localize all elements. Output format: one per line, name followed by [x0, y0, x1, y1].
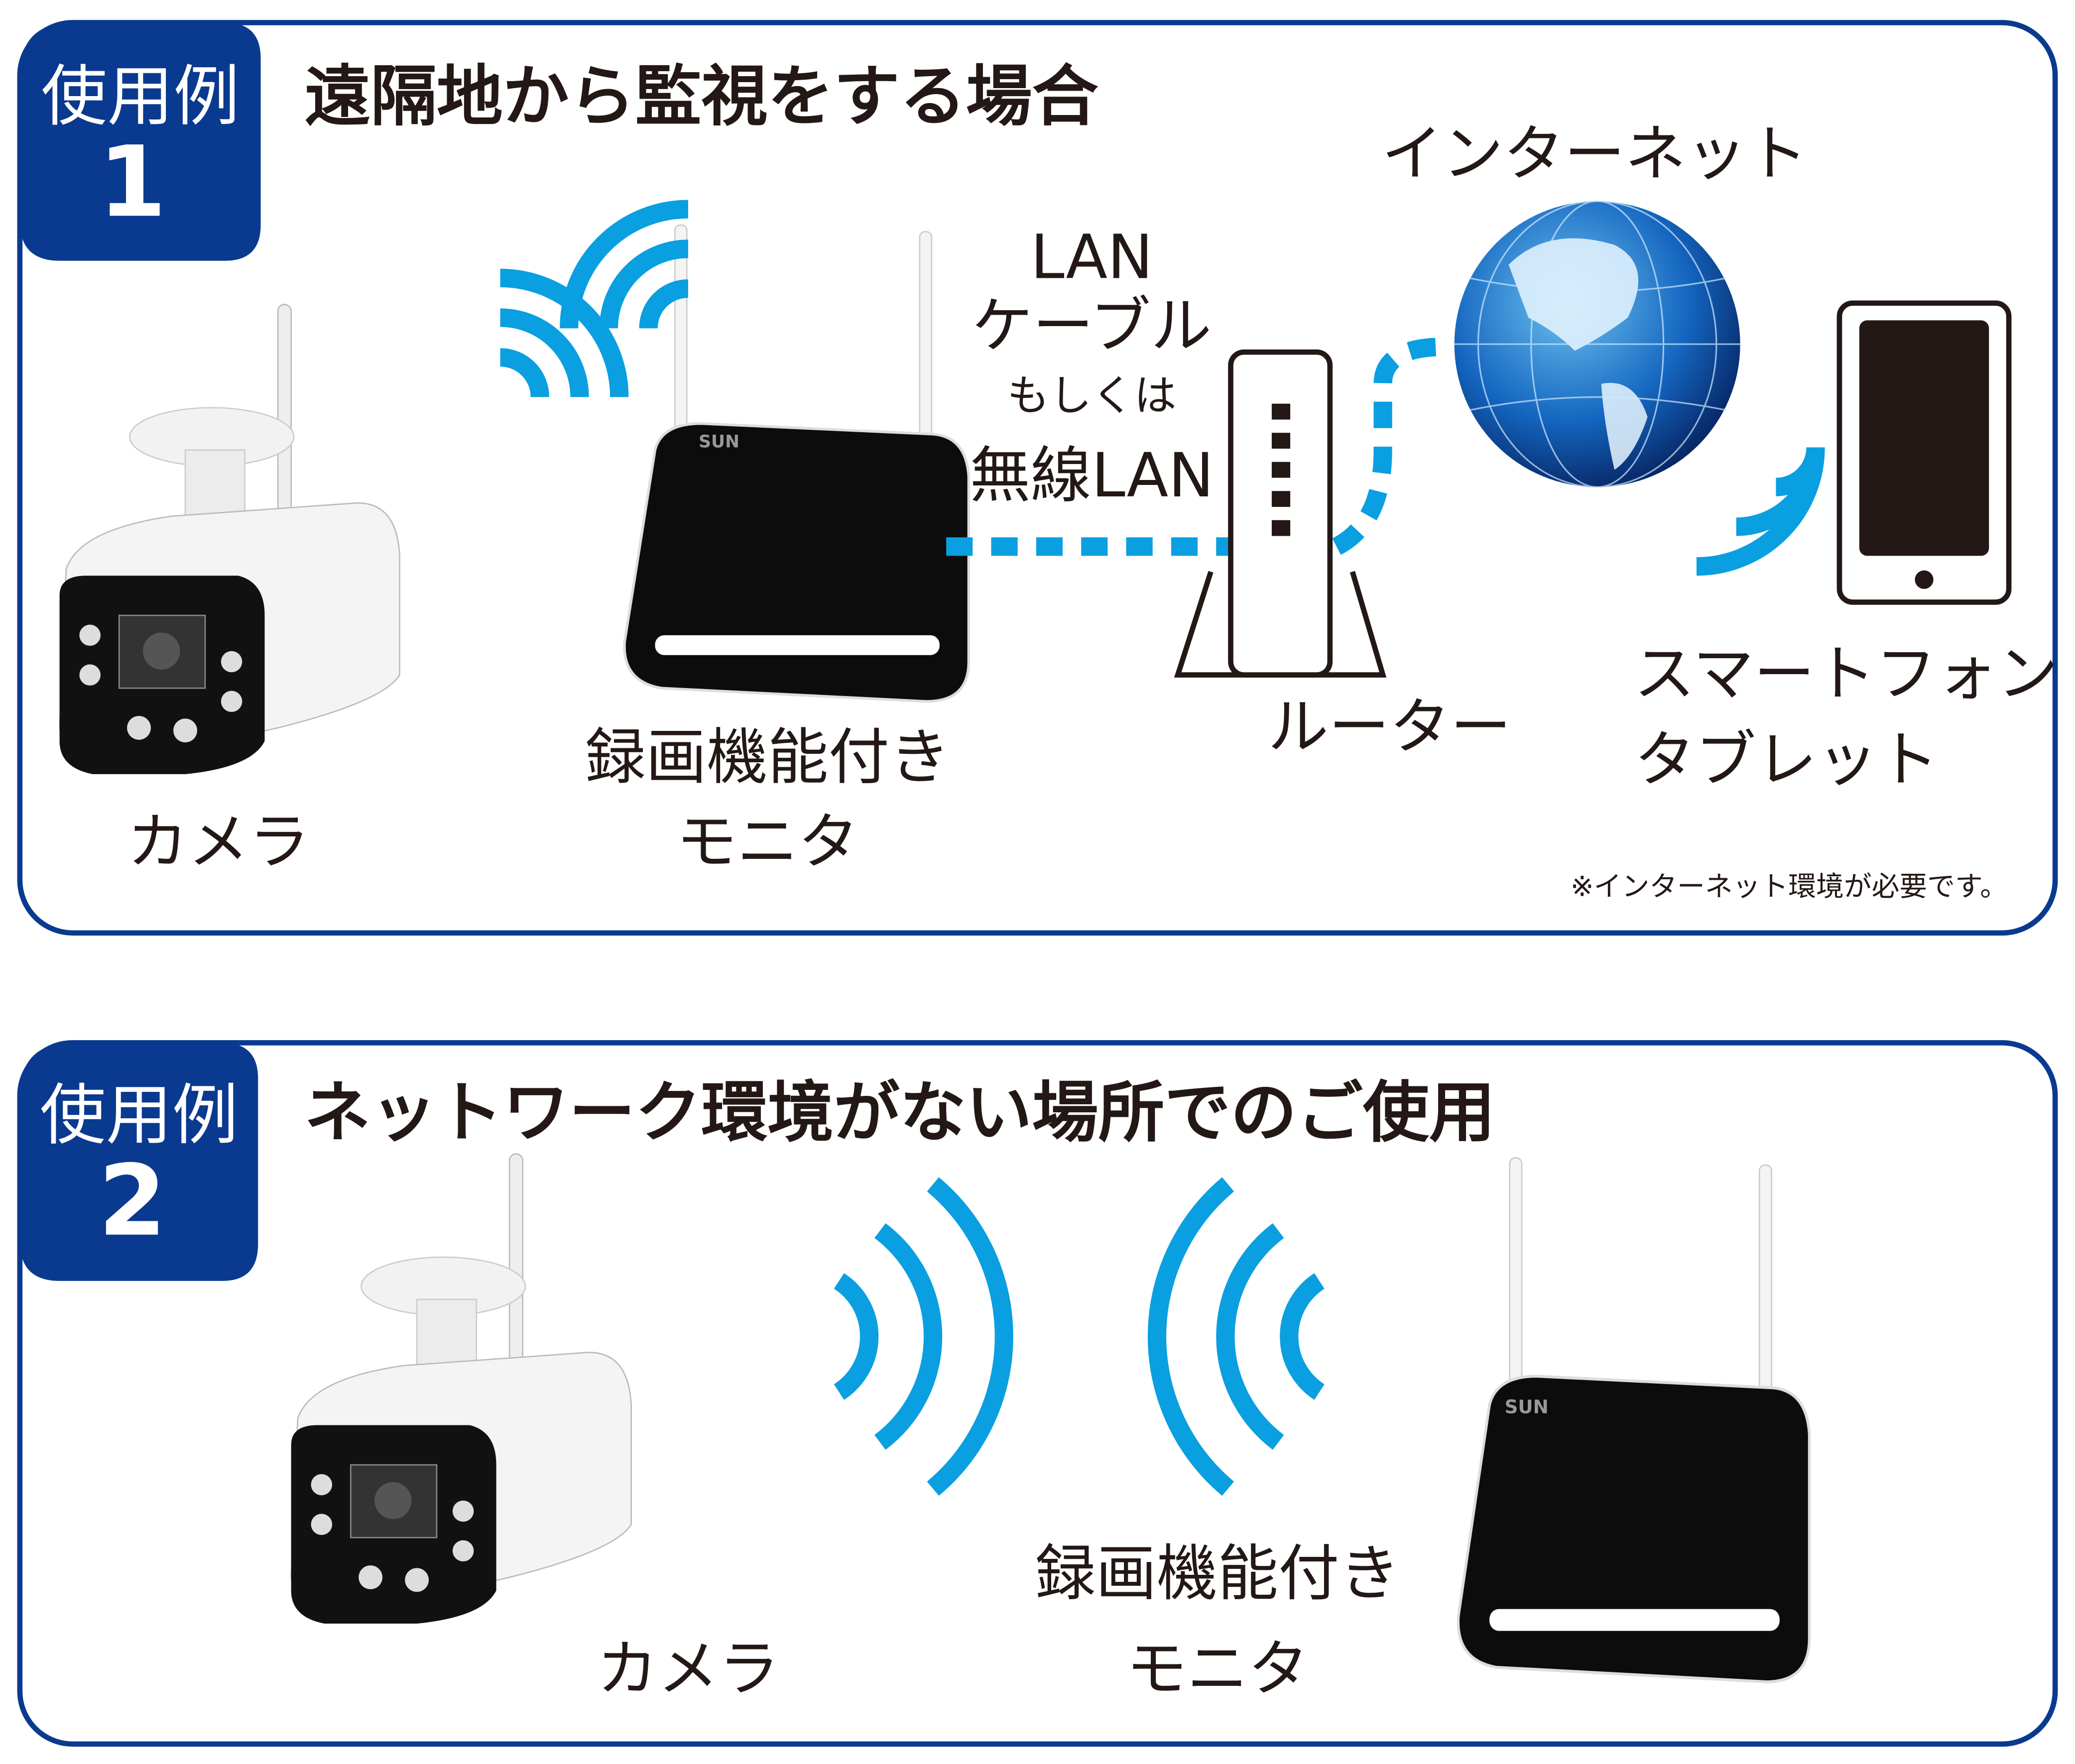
link-label-cable: ケーブル — [972, 291, 1212, 361]
globe-icon — [1454, 200, 1740, 488]
link-label-wireless: 無線LAN — [970, 440, 1214, 511]
usage-case-1: 使用例 1 遠隔地から監視をする場合 SUN カメラ 録画機能付き モニタ LA… — [17, 20, 2058, 936]
internet-required-note: ※インターネット環境が必要です。 — [1571, 870, 2008, 903]
monitor-label-line1: 録画機能付き — [1035, 1538, 1400, 1609]
internet-label: インターネット — [1381, 118, 1808, 189]
case-title: ネットワーク環境がない場所でのご使用 — [304, 1074, 1495, 1151]
monitor-label-line2: モニタ — [676, 807, 859, 877]
case-badge — [19, 1043, 258, 1281]
brand-logo: SUN — [1505, 1396, 1549, 1417]
brand-logo: SUN — [699, 432, 739, 452]
device-label-tablet: タブレット — [1634, 724, 1939, 795]
wifi-signal-icon — [499, 200, 1825, 576]
monitor-label-line1: 録画機能付き — [585, 722, 950, 793]
badge-label: 使用例 — [40, 1077, 239, 1154]
badge-number: 2 — [98, 1144, 166, 1258]
device-label-smartphone: スマートフォン — [1634, 638, 2058, 709]
smartphone-icon — [1836, 300, 2012, 605]
monitor-label-line2: モニタ — [1126, 1634, 1309, 1704]
camera-label: カメラ — [127, 807, 310, 877]
router-icon — [1174, 349, 1387, 678]
camera-label: カメラ — [597, 1634, 780, 1704]
usage-case-2: 使用例 2 ネットワーク環境がない場所でのご使用 SUN カメラ 録画機能付き … — [17, 1040, 2058, 1747]
case-title: 遠隔地から監視をする場合 — [304, 58, 1098, 135]
link-label-or: もしくは — [1007, 371, 1176, 421]
link-label-lan: LAN — [1030, 222, 1153, 292]
router-label: ルーター — [1268, 692, 1511, 762]
connection-line — [946, 337, 1446, 556]
wifi-signal-icon — [834, 1177, 1325, 1496]
badge-number: 1 — [98, 125, 166, 239]
badge-label: 使用例 — [41, 58, 240, 135]
case-badge — [19, 22, 261, 261]
